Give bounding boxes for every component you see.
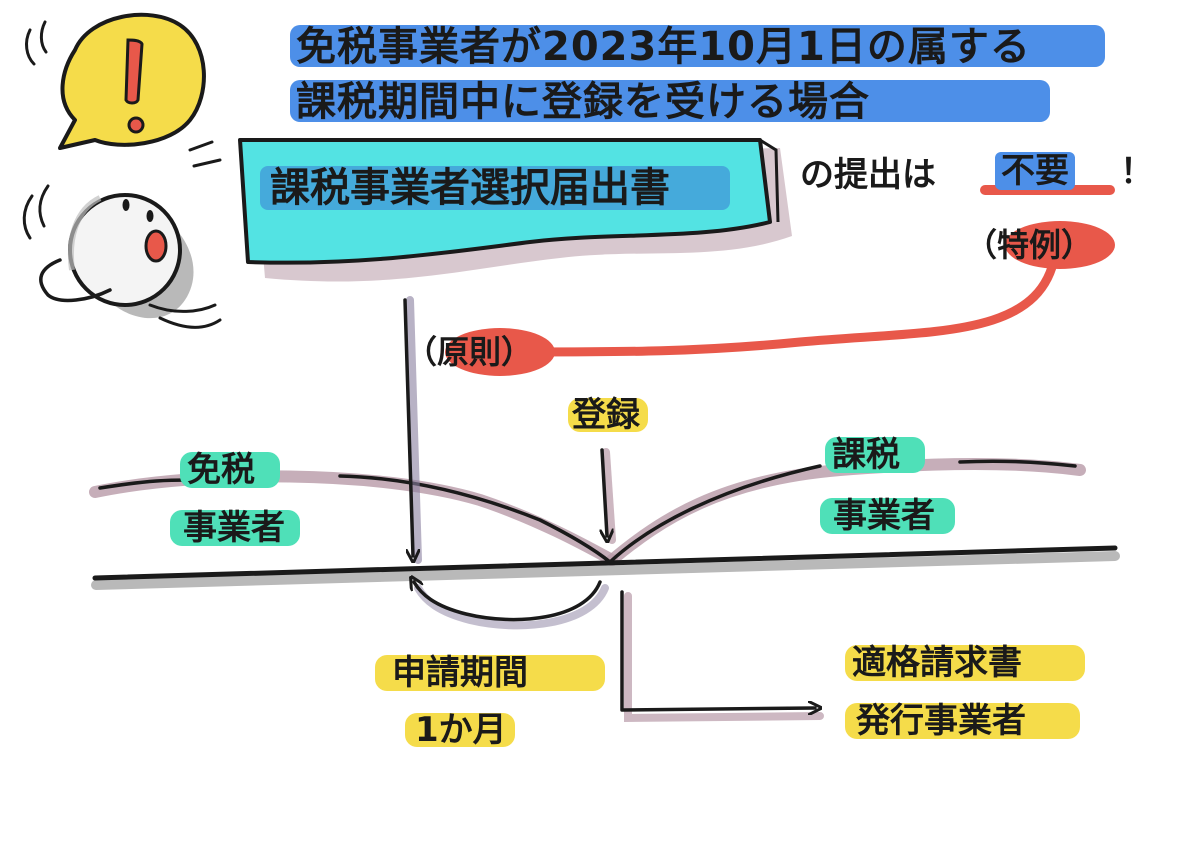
taxable-highlight-1 [825,437,925,473]
document-suffix: の提出は [800,155,936,195]
tax-exempt-highlight-2 [170,510,300,546]
principle-label: （原則） [405,333,534,371]
principle-arrow-shadow [406,296,422,564]
document-exclaim: ！ [1120,152,1154,192]
taxable-curve [608,459,1077,564]
registration-arrow [602,448,607,536]
document-emphasis: 不要 [995,152,1075,190]
application-period-line1: 申請期間 [392,653,528,693]
issuer-highlight-2 [845,703,1080,739]
taxable-label-line2: 事業者 [833,496,935,536]
issuer-arrow [620,590,815,710]
title-line1: 免税事業者が2023年10月1日の属する [296,24,1031,70]
document-name: 課税事業者選択届出書 [270,165,670,211]
issuer-highlight-1 [845,645,1085,681]
registration-highlight [568,398,648,432]
application-curve-arrow [414,582,602,622]
application-highlight-2 [405,713,515,747]
exclamation-bubble-icon [25,12,206,150]
timeline-shadow [91,551,1120,590]
issuer-label-line1: 適格請求書 [852,643,1022,683]
principle-arrow [403,298,413,556]
issuer-arrow-shadow [624,592,824,723]
issuer-label-line2: 発行事業者 [856,701,1026,741]
title-line2-highlight [290,80,1050,122]
timeline [92,545,1118,581]
title-line1-highlight [290,25,1105,67]
surprised-character [22,140,222,329]
taxable-label-line1: 課税 [832,435,900,475]
document-paper-icon [238,138,792,282]
special-case-label: （特例） [965,226,1094,264]
application-period-line2: 1か月 [415,710,507,750]
title-line2: 課税期間中に登録を受ける場合 [296,79,870,125]
registration-label: 登録 [572,395,640,435]
tax-exempt-highlight-1 [180,452,280,488]
principle-highlight [445,328,555,376]
red-connector [525,250,1060,357]
application-curve-arrow-shadow [414,584,609,630]
tax-exempt-label-line2: 事業者 [183,508,285,548]
registration-arrow-shadow [602,448,616,544]
application-highlight-1 [375,655,605,691]
special-case-highlight [1005,221,1115,269]
tax-exempt-label-line1: 免税 [187,450,255,490]
taxable-highlight-2 [820,498,955,534]
